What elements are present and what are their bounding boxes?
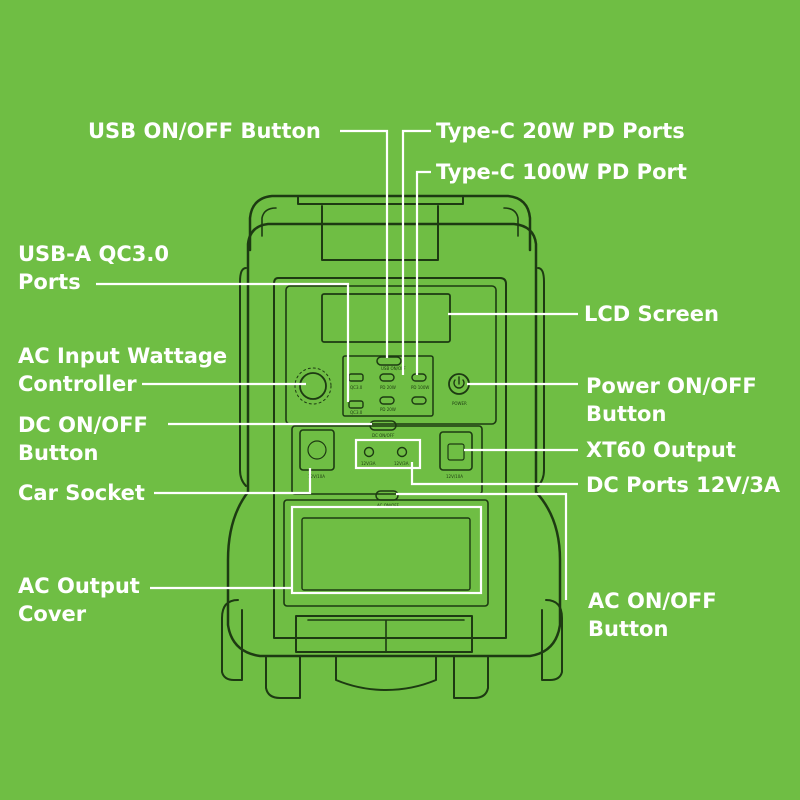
pd20-label-2: PD 20W: [380, 407, 396, 412]
type-c-100w-port-2: [411, 396, 427, 405]
callout-line: Button: [586, 402, 667, 426]
dc-port-text-2: 12V/3A: [394, 461, 409, 466]
device-outline: [221, 194, 563, 699]
callout-line: Type-C 100W PD Port: [436, 160, 687, 184]
ac-cover-highlight: [290, 505, 483, 595]
callout-ac-input: AC Input Wattage Controller: [18, 342, 227, 398]
usb-onoff-text: USB ON/OFF: [381, 366, 406, 371]
panel-labels: USB ON/OFF QC3.0 QC3.0 PD 20W PD 20W PD …: [308, 366, 467, 508]
leader-ac-button: [396, 492, 568, 600]
leader-typec-20w: [401, 129, 431, 375]
leader-usb-button: [340, 129, 389, 358]
usb-a-port-2: [348, 400, 364, 409]
type-c-20w-port-1: [379, 373, 395, 382]
qc-label-2: QC3.0: [350, 410, 363, 415]
dc-port-text-1: 12V/3A: [361, 461, 376, 466]
ac-onoff-button[interactable]: [375, 490, 399, 501]
usb-a-port-1: [348, 373, 364, 382]
leader-typec-100w: [415, 170, 431, 375]
callout-line: Cover: [18, 602, 87, 626]
callout-line: LCD Screen: [584, 302, 719, 326]
callout-dc-ports: DC Ports 12V/3A: [586, 471, 780, 499]
car-socket-text: 12V/10A: [308, 474, 325, 479]
callout-type-c-20w: Type-C 20W PD Ports: [436, 117, 685, 145]
callout-car-socket: Car Socket: [18, 479, 145, 507]
callout-lcd-screen: LCD Screen: [584, 300, 719, 328]
usb-onoff-button[interactable]: [376, 356, 402, 366]
callout-line: Car Socket: [18, 481, 145, 505]
callout-line: USB ON/OFF Button: [88, 119, 321, 143]
leader-usba: [96, 282, 350, 402]
callout-line: USB-A QC3.0: [18, 242, 169, 266]
callout-usb-a: USB-A QC3.0 Ports: [18, 240, 169, 296]
dc-onoff-text: DC ON/OFF: [372, 433, 395, 438]
callout-line: Ports: [18, 270, 81, 294]
leader-dc-ports: [410, 462, 578, 486]
dc-onoff-button[interactable]: [369, 420, 397, 431]
qc-label-1: QC3.0: [350, 385, 363, 390]
callout-line: AC Input Wattage: [18, 344, 228, 368]
callout-usb-onoff-button: USB ON/OFF Button: [88, 117, 321, 145]
xt60-text: 12V/10A: [446, 474, 463, 479]
callout-ac-cover: AC Output Cover: [18, 572, 140, 628]
type-c-100w-port: [411, 373, 427, 382]
callout-line: XT60 Output: [586, 438, 736, 462]
callout-ac-button: AC ON/OFF Button: [588, 587, 717, 643]
callout-xt60: XT60 Output: [586, 436, 736, 464]
leader-car-socket: [154, 468, 312, 495]
callout-line: Button: [18, 441, 99, 465]
dc-ports-highlight: [354, 438, 422, 470]
callout-line: Controller: [18, 372, 137, 396]
leader-lines: [96, 129, 578, 600]
callout-line: DC Ports 12V/3A: [586, 473, 781, 497]
callout-line: AC ON/OFF: [588, 589, 717, 613]
callout-line: AC Output: [18, 574, 140, 598]
pd20-label-1: PD 20W: [380, 385, 396, 390]
ac-onoff-text: AC ON/OFF: [377, 503, 400, 508]
type-c-20w-port-2: [379, 396, 395, 405]
power-text: POWER: [452, 401, 467, 406]
callout-line: Button: [588, 617, 669, 641]
callout-power-button: Power ON/OFF Button: [586, 372, 757, 428]
callout-line: Power ON/OFF: [586, 374, 757, 398]
callout-line: DC ON/OFF: [18, 413, 148, 437]
pd100-label: PD 100W: [411, 385, 429, 390]
callout-type-c-100w: Type-C 100W PD Port: [436, 158, 687, 186]
callout-dc-button: DC ON/OFF Button: [18, 411, 148, 467]
callout-line: Type-C 20W PD Ports: [436, 119, 685, 143]
